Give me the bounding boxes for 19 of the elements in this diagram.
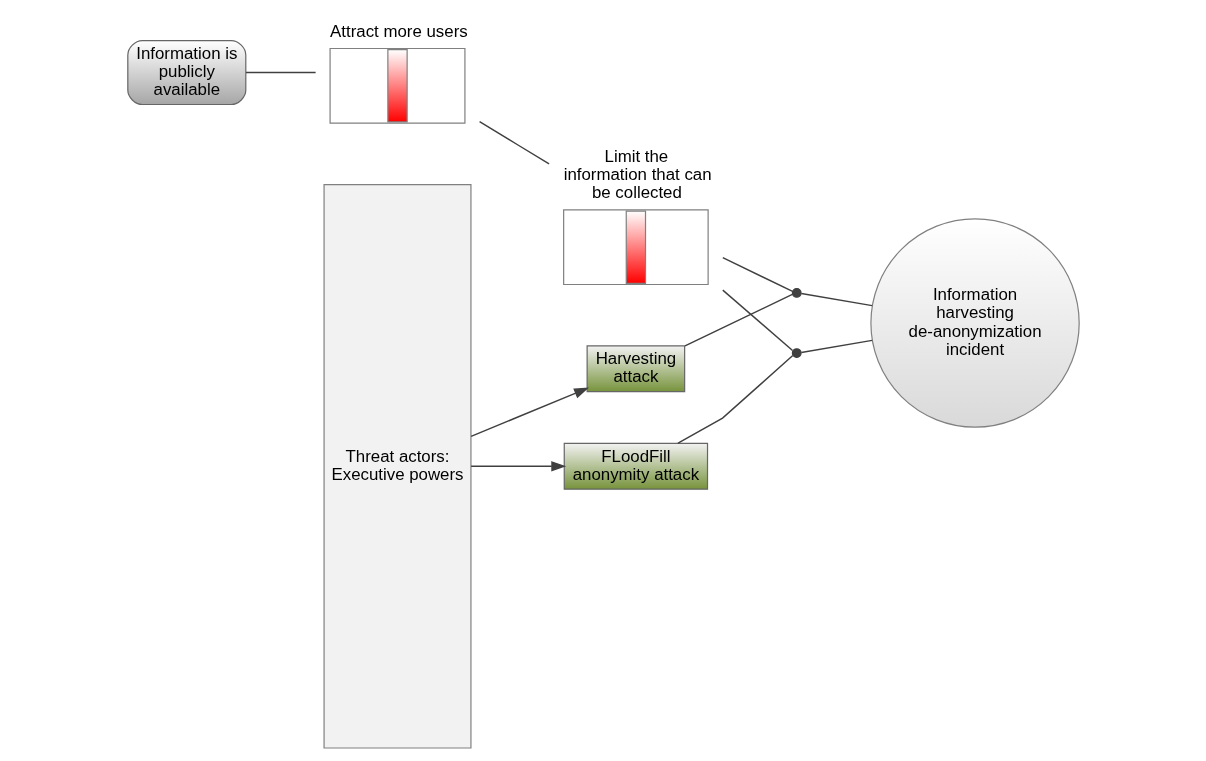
connector [721, 289, 793, 352]
node-box: Information is publicly available [126, 40, 246, 106]
node-circle [791, 348, 802, 359]
connector [478, 121, 550, 165]
node-circle: Information harvesting de-anonymization incident [869, 218, 1080, 428]
connector [721, 256, 793, 293]
connector [800, 339, 873, 354]
node-label: Limit the information that can be collected [563, 146, 712, 203]
node-box: Threat actors: Executive powers [322, 183, 472, 749]
node-box: Harvesting attack [586, 345, 685, 393]
connector [676, 354, 793, 445]
connector [683, 293, 793, 347]
arrow [469, 387, 589, 438]
connector [800, 292, 873, 307]
node-label: Attract more users [329, 21, 468, 41]
node-box: FLoodFill anonymity attack [563, 442, 708, 490]
connector [244, 71, 316, 74]
node-circle [791, 287, 802, 298]
arrow [469, 461, 566, 472]
